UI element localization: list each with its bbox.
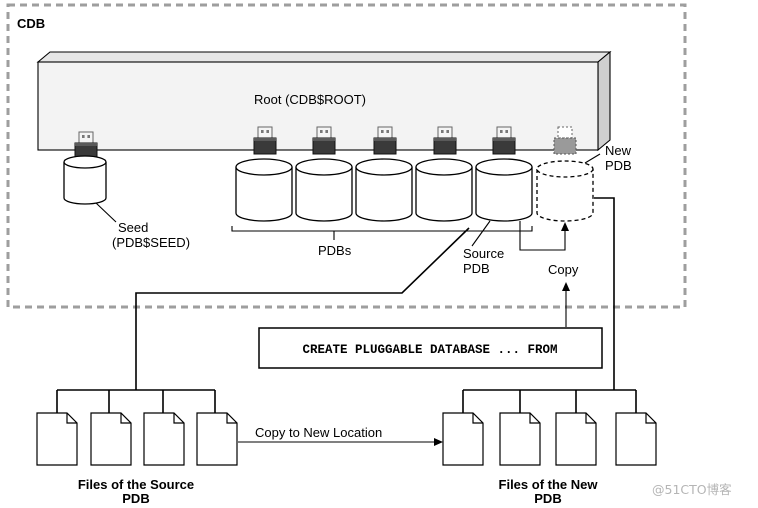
pdb-cylinder-icon <box>295 158 353 222</box>
pdb-cylinder-icon <box>355 158 413 222</box>
root-label: Root (CDB$ROOT) <box>254 92 366 107</box>
source-file-icon <box>196 412 238 466</box>
source-files-label-line1: Files of the Source <box>78 477 194 492</box>
pdbs-bracket <box>231 226 533 240</box>
pdbs-label: PDBs <box>318 243 352 258</box>
source-files-connector <box>135 227 470 390</box>
pdb-cylinder-icon <box>235 158 293 222</box>
source-file-icon <box>143 412 185 466</box>
copy-label: Copy <box>548 262 579 277</box>
source-file-icon <box>36 412 78 466</box>
new-file-icon <box>555 412 597 466</box>
cdb-label: CDB <box>17 16 45 31</box>
new-files-label-line1: Files of the New <box>499 477 599 492</box>
pdb-cylinder-icon <box>415 158 473 222</box>
new-files-label-line2: PDB <box>534 491 561 506</box>
new-file-icon <box>499 412 541 466</box>
new-files-tree <box>462 389 637 413</box>
seed-cylinder-icon <box>63 155 107 205</box>
watermark-text: @51CTO博客 <box>652 482 732 497</box>
cdb-container <box>6 3 687 309</box>
new-file-icon <box>442 412 484 466</box>
new-pdb-plug-icon <box>553 126 577 155</box>
seed-label-line2: (PDB$SEED) <box>112 235 190 250</box>
command-box <box>258 327 603 369</box>
copy-connector <box>519 221 566 251</box>
source-file-icon <box>90 412 132 466</box>
seed-label-line1: Seed <box>118 220 148 235</box>
new-files-connector <box>594 197 615 390</box>
command-text: CREATE PLUGGABLE DATABASE ... FROM <box>302 343 557 357</box>
copy-location-label: Copy to New Location <box>255 425 382 440</box>
new-pdb-label-line2: PDB <box>605 158 632 173</box>
source-files-label-line2: PDB <box>122 491 149 506</box>
source-files-tree <box>56 389 216 413</box>
source-pdb-cylinder-icon <box>475 158 533 222</box>
new-pdb-cylinder-icon <box>536 160 594 222</box>
new-pdb-label-line1: New <box>605 143 632 158</box>
new-file-icon <box>615 412 657 466</box>
source-pdb-label-line1: Source <box>463 246 504 261</box>
source-pdb-label-line2: PDB <box>463 261 490 276</box>
